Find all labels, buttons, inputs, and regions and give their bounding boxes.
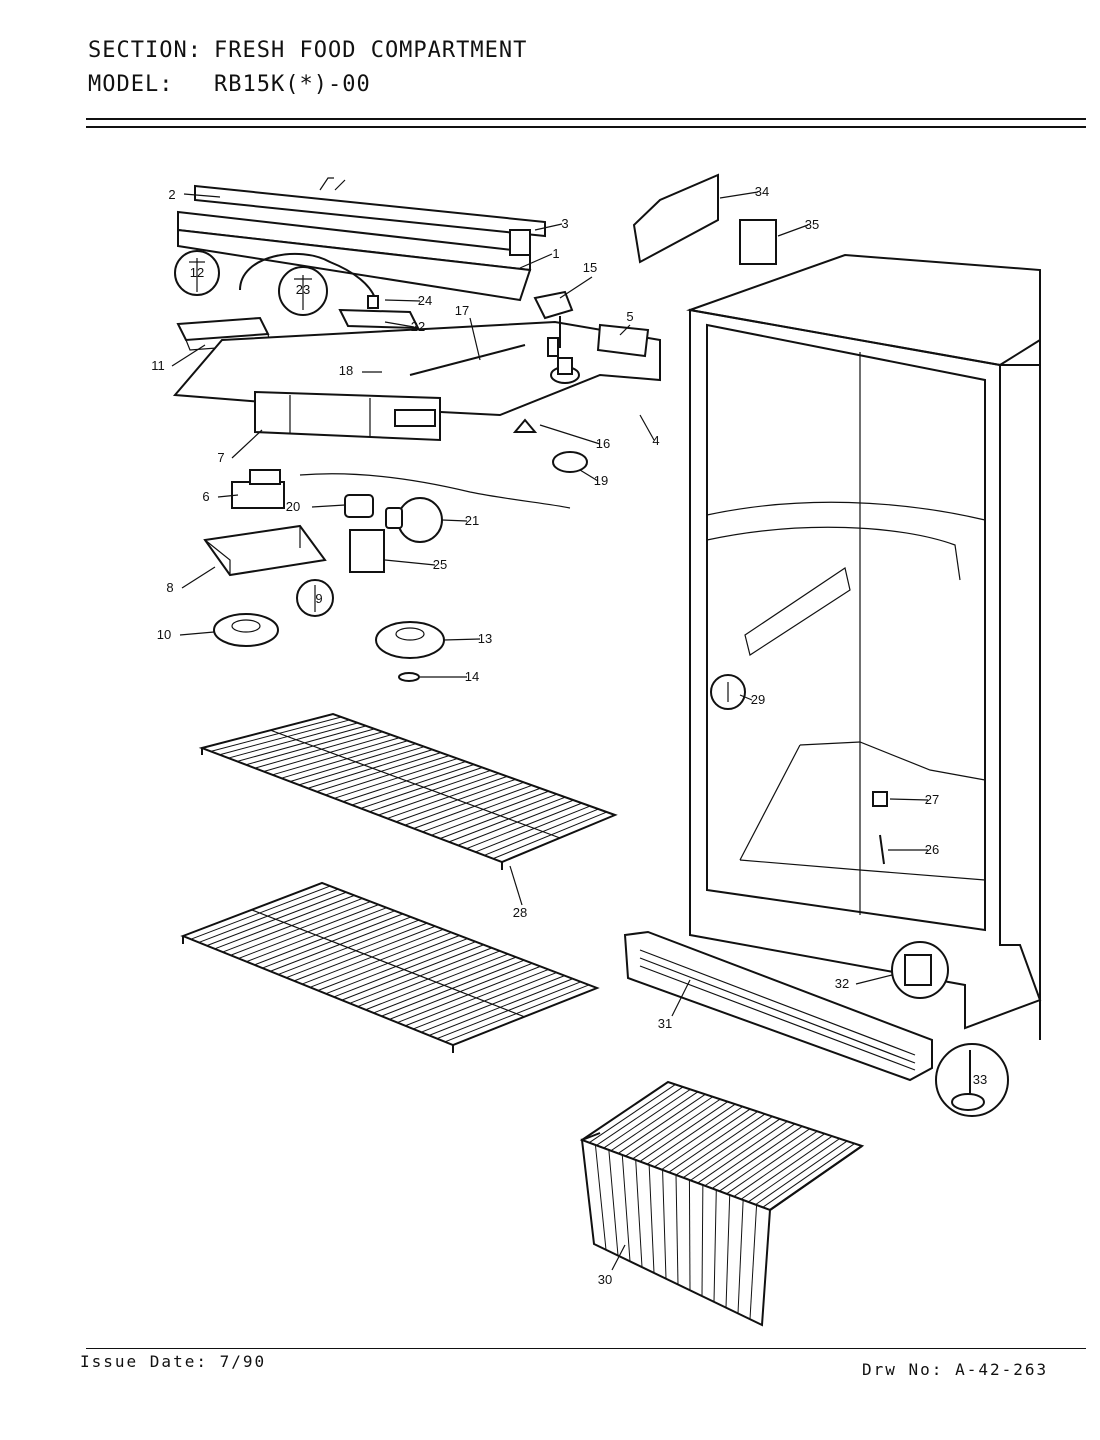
- part-number-12: 12: [190, 265, 204, 280]
- top-trim-assembly: [177, 177, 546, 302]
- drawing-number: Drw No: A-42-263: [862, 1360, 1049, 1379]
- leader-line-35: [777, 224, 809, 237]
- part-number-24: 24: [418, 293, 432, 308]
- model-number: RB15K(*)-00: [214, 72, 371, 97]
- leader-line-29: [739, 694, 753, 701]
- leader-line-28: [509, 865, 523, 906]
- part-number-23: 23: [296, 282, 310, 297]
- part-number-5: 5: [626, 309, 633, 324]
- part-number-19: 19: [594, 473, 608, 488]
- leader-line-19: [579, 469, 599, 482]
- leader-line-25: [384, 559, 436, 566]
- leader-line-22: [384, 321, 415, 328]
- part-number-21: 21: [465, 513, 479, 528]
- leader-line-7: [231, 429, 263, 459]
- part-number-10: 10: [157, 627, 171, 642]
- leader-line-5: [619, 324, 631, 336]
- leader-line-31: [671, 979, 691, 1017]
- leader-line-2: [183, 193, 221, 198]
- part-number-6: 6: [202, 489, 209, 504]
- part-number-1: 1: [552, 246, 559, 261]
- leader-line-11: [171, 344, 206, 367]
- section-heading: SECTION: FRESH FOOD COMPARTMENT: [88, 38, 527, 63]
- leader-line-4: [639, 414, 655, 441]
- section-title: FRESH FOOD COMPARTMENT: [214, 38, 528, 63]
- part-number-8: 8: [166, 580, 173, 595]
- leader-line-3: [534, 223, 563, 231]
- part-number-29: 29: [751, 692, 765, 707]
- part-number-9: 9: [315, 591, 322, 606]
- shelf-upper-wires: [210, 716, 607, 860]
- screw-detail-12: [174, 250, 220, 296]
- toe-grille: [623, 930, 933, 1082]
- leader-line-34: [719, 191, 759, 199]
- part-number-14: 14: [465, 669, 479, 684]
- part-number-11: 11: [151, 358, 165, 373]
- leader-line-16: [539, 424, 601, 445]
- part-number-7: 7: [217, 450, 224, 465]
- header-rule-top: [86, 118, 1086, 120]
- leader-line-1: [519, 253, 553, 269]
- part-number-28: 28: [513, 905, 527, 920]
- part-number-15: 15: [583, 260, 597, 275]
- leader-line-21: [441, 519, 468, 522]
- part-number-20: 20: [286, 499, 300, 514]
- part-number-26: 26: [925, 842, 939, 857]
- thermostat: [231, 469, 285, 509]
- leader-line-20: [311, 504, 346, 508]
- leader-line-27: [889, 798, 929, 801]
- basket-wires: [581, 1084, 855, 1326]
- screw-detail-23: [278, 266, 328, 316]
- part-number-3: 3: [561, 216, 568, 231]
- leader-line-30: [611, 1244, 626, 1271]
- part-number-33: 33: [973, 1072, 987, 1087]
- part-number-18: 18: [339, 363, 353, 378]
- part-number-35: 35: [805, 217, 819, 232]
- section-label: SECTION:: [88, 38, 202, 63]
- leader-line-15: [559, 276, 593, 299]
- leader-line-10: [179, 631, 215, 636]
- part-number-25: 25: [433, 557, 447, 572]
- leader-line-6: [217, 494, 239, 498]
- part-number-32: 32: [835, 976, 849, 991]
- part-number-31: 31: [658, 1016, 672, 1031]
- part-number-34: 34: [755, 184, 769, 199]
- part-number-30: 30: [598, 1272, 612, 1287]
- model-heading: MODEL: RB15K(*)-00: [88, 72, 371, 97]
- wire-basket: [579, 1080, 865, 1327]
- leader-line-17: [469, 317, 481, 361]
- control-housing: [172, 320, 661, 442]
- leader-line-24: [384, 299, 421, 302]
- footer-rule: [86, 1348, 1086, 1349]
- part-number-27: 27: [925, 792, 939, 807]
- part-number-2: 2: [168, 187, 175, 202]
- header-rule-bottom: [86, 126, 1086, 128]
- part-number-17: 17: [455, 303, 469, 318]
- part-number-13: 13: [478, 631, 492, 646]
- shelf-lower-wires: [190, 885, 590, 1043]
- issue-date: Issue Date: 7/90: [80, 1352, 267, 1371]
- model-label: MODEL:: [88, 72, 174, 97]
- leader-line-13: [443, 638, 481, 641]
- part-number-4: 4: [652, 433, 659, 448]
- part-number-22: 22: [411, 319, 425, 334]
- leader-line-8: [181, 566, 216, 589]
- part-number-16: 16: [596, 436, 610, 451]
- leader-line-32: [855, 974, 893, 985]
- refrigerator-cabinet: [686, 253, 1042, 1040]
